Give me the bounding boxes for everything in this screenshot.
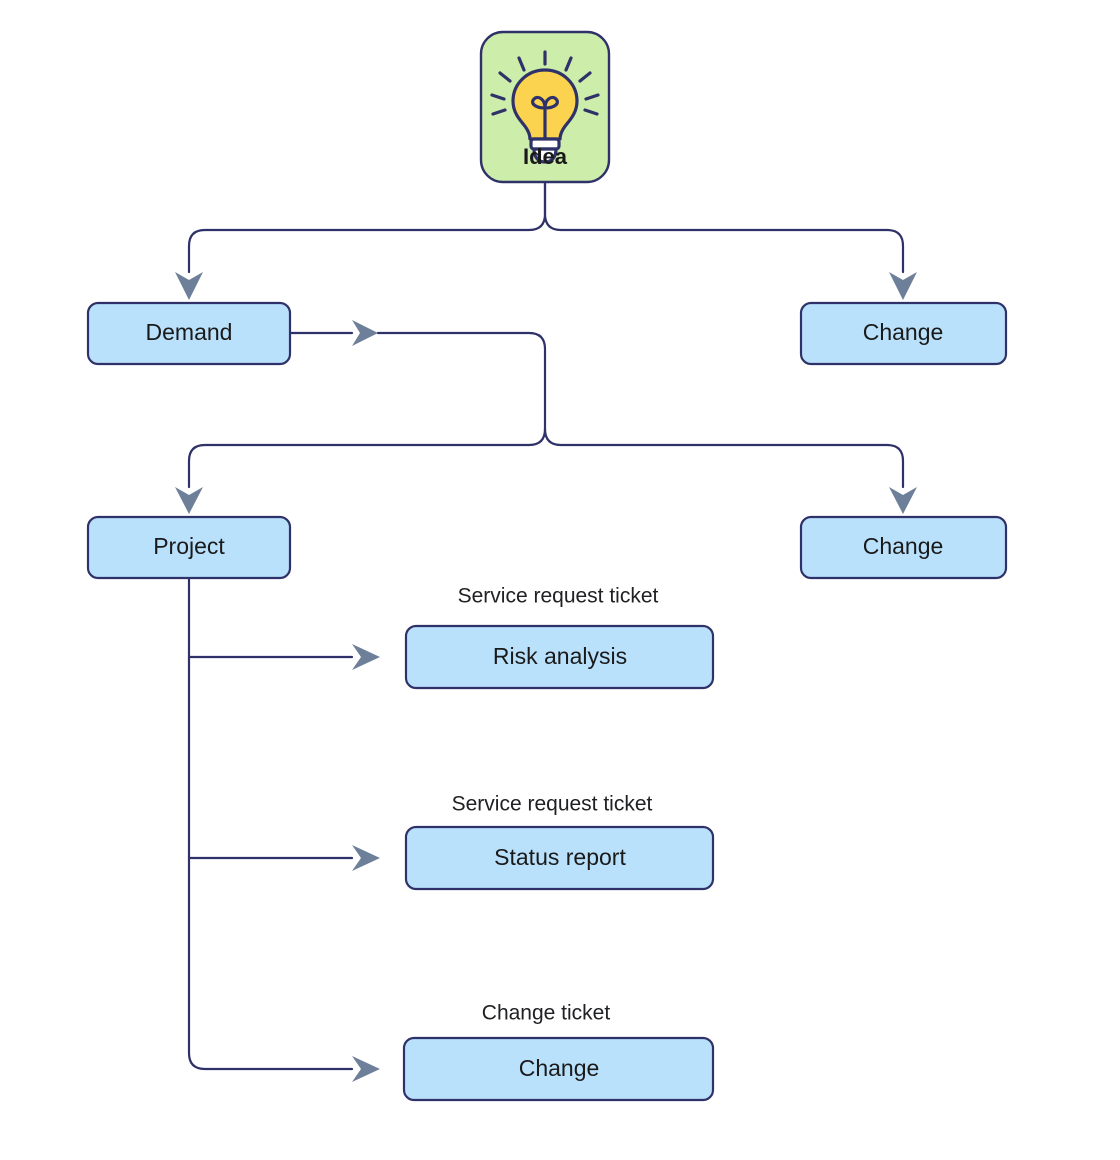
node-project-label: Project (153, 533, 225, 559)
edge-demand-to-project (187, 427, 547, 489)
node-risk-analysis-label: Risk analysis (493, 643, 627, 669)
node-demand-label: Demand (146, 319, 233, 345)
node-demand-box[interactable] (86, 301, 292, 366)
caption-risk-analysis: Service request ticket (458, 585, 659, 608)
arrowhead-change-ticket (352, 1056, 380, 1082)
arrowhead-change-top (889, 272, 917, 300)
node-change-top-box[interactable] (799, 301, 1008, 366)
node-project-box[interactable] (86, 515, 292, 580)
node-risk-analysis[interactable]: Risk analysis (404, 624, 715, 690)
node-status-report[interactable]: Status report (404, 825, 715, 891)
edge-idea-to-demand (187, 180, 547, 274)
caption-status-report: Service request ticket (452, 793, 653, 816)
arrowhead-demand (175, 272, 203, 300)
arrowhead-status-report (352, 845, 380, 871)
node-status-report-box[interactable] (404, 825, 715, 891)
node-change-top-label: Change (863, 319, 944, 345)
node-change-ticket[interactable]: Change (402, 1036, 715, 1102)
node-change-ticket-box[interactable] (402, 1036, 715, 1102)
arrowhead-demand-out (352, 320, 378, 346)
node-risk-analysis-box[interactable] (404, 624, 715, 690)
node-change-ticket-label: Change (519, 1055, 600, 1081)
node-idea-label: Idea (523, 144, 568, 169)
arrowhead-project (175, 487, 203, 514)
lightbulb-icon (490, 50, 600, 164)
node-demand[interactable]: Demand (86, 301, 292, 366)
node-change-top[interactable]: Change (799, 301, 1008, 366)
arrowhead-risk-analysis (352, 644, 380, 670)
edge-demand-to-change-mid (543, 427, 905, 489)
node-change-mid-box[interactable] (799, 515, 1008, 580)
edge-demand-junction (376, 331, 547, 431)
edge-idea-to-change-top (543, 180, 905, 274)
edge-group-project-tickets (187, 577, 380, 1082)
edge-group-idea-branch (175, 180, 917, 300)
edge-group-demand-branch (175, 320, 917, 514)
edge-project-spine (187, 577, 354, 1071)
node-project[interactable]: Project (86, 515, 292, 580)
node-status-report-label: Status report (494, 844, 626, 870)
node-change-mid-label: Change (863, 533, 944, 559)
node-idea[interactable]: Idea (479, 30, 611, 184)
caption-change-ticket: Change ticket (482, 1002, 611, 1025)
node-change-mid[interactable]: Change (799, 515, 1008, 580)
arrowhead-change-mid (889, 487, 917, 514)
